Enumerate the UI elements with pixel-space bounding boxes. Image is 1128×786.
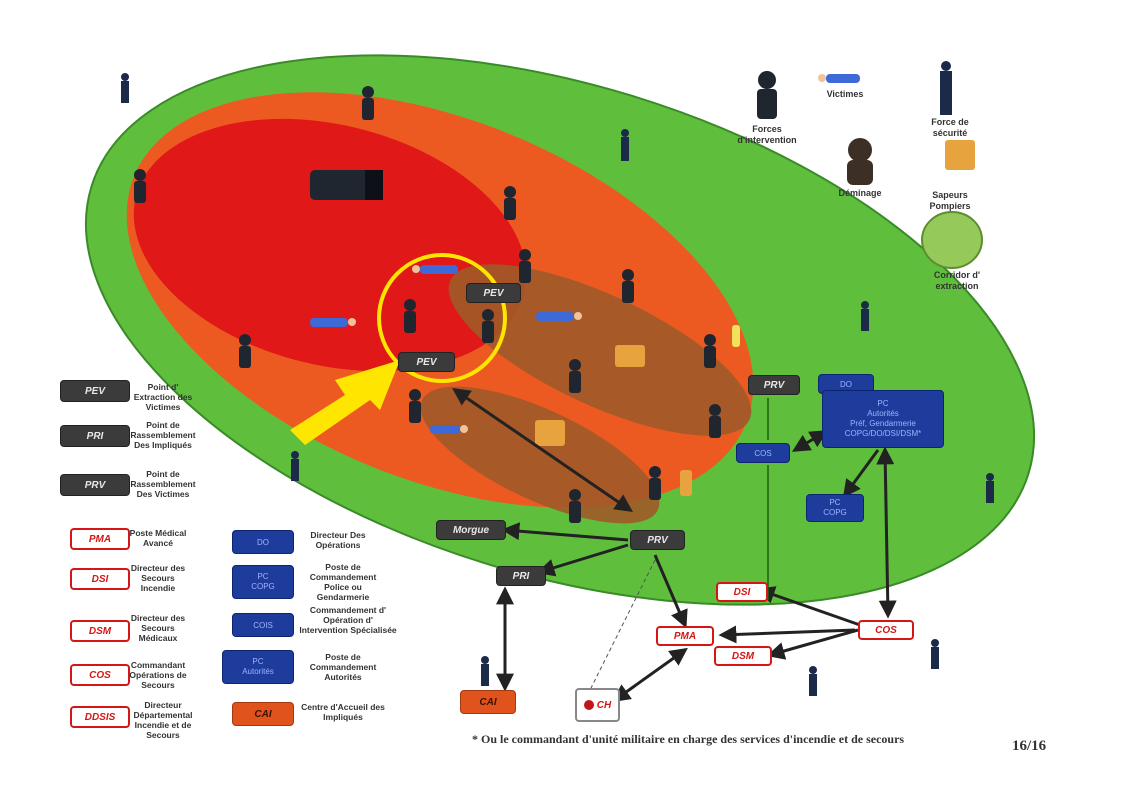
legend-label-deminage: Déminage <box>838 188 882 198</box>
forces-intervention-icon <box>409 389 421 423</box>
tag-ch: CH <box>575 688 620 722</box>
legend-tag-pc-copg: PC COPG <box>232 565 294 599</box>
tag-cos: COS <box>858 620 914 640</box>
red-exclusion-zone <box>133 118 527 372</box>
legend-text-pri: Point de Rassemblement Des Impliqués <box>130 420 196 450</box>
forces-intervention-icon <box>362 86 374 120</box>
victimes-icon <box>310 318 356 327</box>
sapeurs-pompiers-icon <box>945 140 975 170</box>
legend-label-sapeurs-pompiers: Sapeurs Pompiers <box>929 190 971 211</box>
forces-securite-icon <box>291 451 299 481</box>
forces-intervention-icon <box>404 299 416 333</box>
forces-intervention-icon <box>239 334 251 368</box>
forces-intervention-icon <box>519 249 531 283</box>
corridor-extraction-icon <box>921 211 983 269</box>
legend-tag-pev: PEV <box>60 380 130 402</box>
sapeurs-pompiers-icon <box>535 420 565 446</box>
forces-intervention-icon <box>709 404 721 438</box>
legend-text-do: Directeur Des Opérations <box>310 530 366 550</box>
legend-tag-cois: COIS <box>232 613 294 637</box>
forces-intervention-icon <box>482 309 494 343</box>
forces-intervention-icon <box>757 71 777 119</box>
tag-dsm: DSM <box>714 646 772 666</box>
legend-text-dsi: Directeur des Secours Incendie <box>130 563 186 593</box>
forces-securite-icon <box>121 73 129 103</box>
ch-label: CH <box>596 699 612 711</box>
forces-intervention-icon <box>504 186 516 220</box>
forces-securite-icon <box>986 473 994 503</box>
legend-text-dsm: Directeur des Secours Médicaux <box>130 613 186 643</box>
forces-securite-icon <box>481 656 489 686</box>
tag-pc-autorites: PC Autorités Préf, Gendarmerie COPG/DO/D… <box>822 390 944 448</box>
sapeurs-pompiers-icon <box>732 325 740 347</box>
forces-intervention-icon <box>569 489 581 523</box>
forces-intervention-icon <box>569 359 581 393</box>
victimes-icon <box>412 265 458 274</box>
legend-text-cai: Centre d'Accueil des Impliqués <box>301 702 385 722</box>
forces-securite-icon <box>940 61 952 115</box>
footnote: * Ou le commandant d'unité militaire en … <box>472 732 905 746</box>
legend-label-forces-securite: Force de sécurité <box>931 117 969 138</box>
legend-label-victimes: Victimes <box>826 89 864 99</box>
legend-tag-do: DO <box>232 530 294 554</box>
legend-tag-cai: CAI <box>232 702 294 726</box>
tag-cos-blue: COS <box>736 443 790 463</box>
tag-pc-copg: PC COPG <box>806 494 864 522</box>
victimes-icon <box>536 312 582 321</box>
tag-morgue: Morgue <box>436 520 506 540</box>
forces-securite-icon <box>861 301 869 331</box>
tag-pev-main: PEV <box>398 352 455 372</box>
assault-team-icon <box>310 170 383 200</box>
legend-tag-prv: PRV <box>60 474 130 496</box>
forces-intervention-icon <box>649 466 661 500</box>
victimes-icon <box>818 74 860 83</box>
legend-tag-dsi: DSI <box>70 568 130 590</box>
tag-prv-right: PRV <box>748 375 800 395</box>
tag-dsi: DSI <box>716 582 768 602</box>
legend-tag-cos: COS <box>70 664 130 686</box>
hospital-icon <box>583 700 594 710</box>
forces-securite-icon <box>809 666 817 696</box>
tag-pri: PRI <box>496 566 546 586</box>
legend-text-ddsis: Directeur Départemental Incendie et de S… <box>133 700 193 740</box>
tag-pma: PMA <box>656 626 714 646</box>
legend-text-pev: Point d' Extraction des Victimes <box>133 382 193 412</box>
sapeurs-pompiers-icon <box>615 345 645 367</box>
forces-figures <box>134 86 721 523</box>
legend-text-prv: Point de Rassemblement Des Victimes <box>130 469 196 499</box>
legend-text-cois: Commandement d' Opération d' Interventio… <box>299 605 397 635</box>
legend-label-corridor: Corridor d' extraction <box>933 270 981 291</box>
sapeurs-pompiers-icon <box>680 470 692 496</box>
extraction-corridor-upper <box>448 264 752 436</box>
tag-prv-center: PRV <box>630 530 685 550</box>
legend-text-pma: Poste Médical Avancé <box>129 528 187 548</box>
legend-text-pc-autorites: Poste de Commandement Autorités <box>309 652 377 682</box>
tag-pev-top: PEV <box>466 283 521 303</box>
legend-text-cos: Commandant Opérations de Secours <box>129 660 187 690</box>
legend-label-forces-intervention: Forces d'intervention <box>737 124 797 145</box>
connection-lines <box>452 387 897 703</box>
legend-tag-pri: PRI <box>60 425 130 447</box>
forces-intervention-icon <box>704 334 716 368</box>
forces-intervention-icon <box>622 269 634 303</box>
legend-tag-ddsis: DDSIS <box>70 706 130 728</box>
forces-intervention-icon <box>134 169 146 203</box>
legend-text-pc-copg: Poste de Commandement Police ou Gendarme… <box>309 562 377 602</box>
security-figures <box>121 73 994 696</box>
legend-tag-pc-autorites: PC Autorités <box>222 650 294 684</box>
highlight-arrow <box>290 360 400 445</box>
top-legend-icons <box>757 61 983 269</box>
legend-tag-dsm: DSM <box>70 620 130 642</box>
page-number: 16/16 <box>1012 738 1047 754</box>
deminage-icon <box>847 138 873 185</box>
tag-cai: CAI <box>460 690 516 714</box>
forces-securite-icon <box>621 129 629 161</box>
forces-securite-icon <box>931 639 939 669</box>
legend-tag-pma: PMA <box>70 528 130 550</box>
highlight-circle <box>377 253 507 383</box>
